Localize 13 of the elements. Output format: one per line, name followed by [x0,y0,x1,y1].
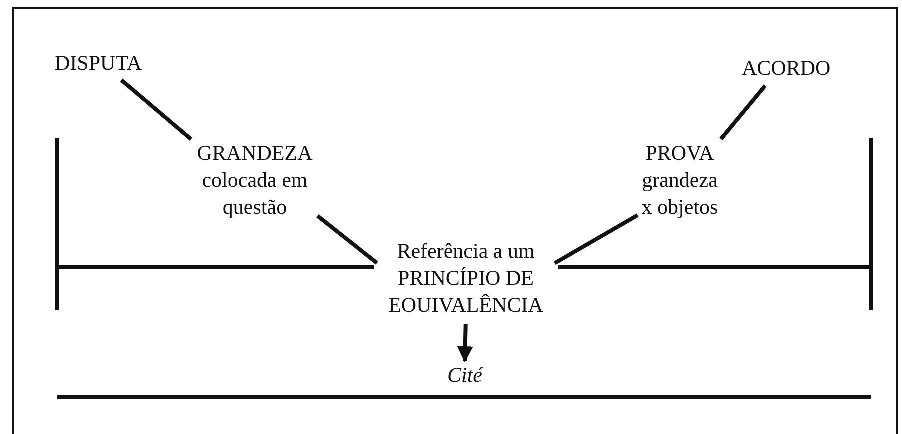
node-label: ACORDO [742,55,831,82]
description: grandeza x objetos [640,167,720,221]
concept-text: Referência a um PRINCÍPIO DE EOUIVALÊNCIA [378,238,554,319]
connector-line [554,214,639,266]
heading: PROVA [644,140,716,167]
connector-line [316,214,378,265]
arrow [457,324,474,363]
connector-line [720,84,767,140]
heading: GRANDEZA [196,140,314,167]
node-label: DISPUTA [55,50,142,77]
node-label: Cité [440,362,490,389]
description: colocada em questão [201,167,309,221]
connector-line [120,78,193,141]
